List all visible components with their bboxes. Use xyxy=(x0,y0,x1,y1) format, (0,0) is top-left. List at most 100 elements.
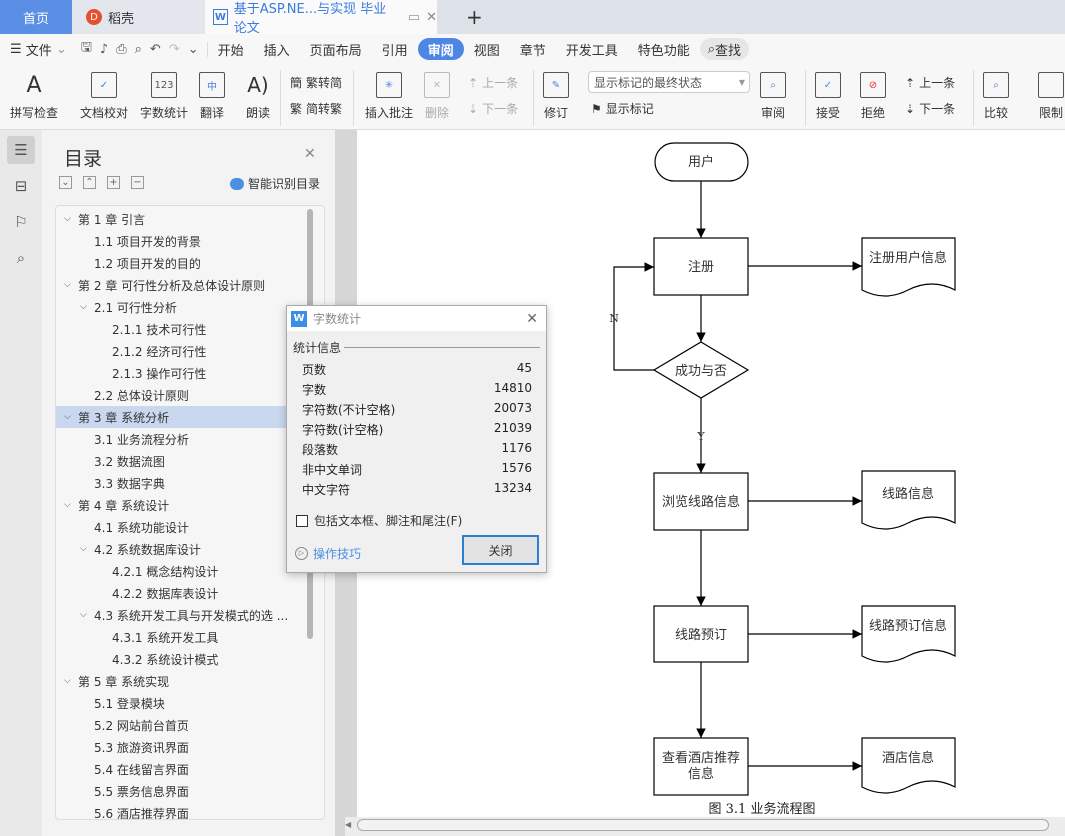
new-tab-button[interactable]: + xyxy=(466,5,483,29)
smart-toc-button[interactable]: 智能识别目录 xyxy=(230,175,320,192)
file-menu[interactable]: ☰ 文件 ⌄ xyxy=(0,38,77,60)
toc-item[interactable]: 4.3.1 系统开发工具 xyxy=(56,626,296,648)
chevron-down-icon[interactable]: ⌵ xyxy=(64,500,71,510)
toc-item[interactable]: 2.1.3 操作可行性 xyxy=(56,362,296,384)
menu-start[interactable]: 开始 xyxy=(217,43,244,59)
search-button[interactable]: ⌕查找 xyxy=(699,38,750,60)
chevron-down-icon[interactable]: ⌵ xyxy=(80,610,87,620)
next-comment-button[interactable]: ⇣下一条 xyxy=(468,100,518,117)
chevron-down-icon[interactable]: ⌵ xyxy=(80,544,87,554)
menu-references[interactable]: 引用 xyxy=(381,43,408,59)
collapse-all-icon[interactable]: − xyxy=(131,176,144,189)
toc-item[interactable]: ⌵第 3 章 系统分析 xyxy=(56,406,296,428)
toc-item[interactable]: 3.3 数据字典 xyxy=(56,472,296,494)
simp-to-trad-button[interactable]: 繁简转繁 xyxy=(290,100,342,117)
next-change-button[interactable]: ⇣下一条 xyxy=(905,100,955,117)
tips-link[interactable]: ▷操作技巧 xyxy=(295,545,361,562)
toc-icon[interactable]: ☰ xyxy=(7,136,35,164)
include-textbox-checkbox[interactable]: 包括文本框、脚注和尾注(F) xyxy=(296,512,462,529)
format-painter-icon[interactable]: ♪ xyxy=(99,41,109,57)
horizontal-scrollbar[interactable]: ◀ xyxy=(345,817,1065,836)
menu-developer[interactable]: 开发工具 xyxy=(565,43,618,59)
toc-item[interactable]: ⌵第 4 章 系统设计 xyxy=(56,494,296,516)
trad-to-simp-button[interactable]: 簡繁转简 xyxy=(290,74,342,91)
toc-item[interactable]: 4.3.2 系统设计模式 xyxy=(56,648,296,670)
toc-item[interactable]: 2.1.1 技术可行性 xyxy=(56,318,296,340)
toc-item[interactable]: 1.1 项目开发的背景 xyxy=(56,230,296,252)
chevron-down-icon[interactable]: ⌵ xyxy=(64,676,71,686)
collapse-up-icon[interactable]: ⌃ xyxy=(83,176,96,189)
toc-item[interactable]: 2.1.2 经济可行性 xyxy=(56,340,296,362)
close-icon[interactable]: ✕ xyxy=(526,310,538,327)
more-icon[interactable]: ⌄ xyxy=(184,41,208,57)
close-button[interactable]: 关闭 xyxy=(462,535,539,565)
compare-button[interactable]: ⌕比较 xyxy=(983,64,1009,121)
toc-item[interactable]: ⌵4.2 系统数据库设计 xyxy=(56,538,296,560)
markup-mode-select[interactable]: 显示标记的最终状态▼ xyxy=(588,71,750,93)
checkbox-icon[interactable] xyxy=(296,514,308,527)
bookmark-icon[interactable]: ⚐ xyxy=(14,213,28,231)
toc-item[interactable]: 5.1 登录模块 xyxy=(56,692,296,714)
menu-features[interactable]: 特色功能 xyxy=(637,43,690,59)
tab-home[interactable]: 首页 xyxy=(0,0,72,34)
scroll-thumb[interactable] xyxy=(357,819,1049,831)
proofread-button[interactable]: ✓文档校对 xyxy=(80,64,128,121)
menu-view[interactable]: 视图 xyxy=(473,43,500,59)
chevron-down-icon[interactable]: ⌵ xyxy=(64,412,71,422)
toc-item[interactable]: ⌵第 5 章 系统实现 xyxy=(56,670,296,692)
print-icon[interactable]: ⎙ xyxy=(116,41,127,57)
delete-comment-button[interactable]: ✕删除 xyxy=(424,64,450,121)
menu-section[interactable]: 章节 xyxy=(519,43,546,59)
navigation-icon[interactable]: ⊟ xyxy=(14,177,28,195)
close-tab-icon[interactable]: ✕ xyxy=(426,9,437,25)
toc-item[interactable]: 3.1 业务流程分析 xyxy=(56,428,296,450)
restrict-button[interactable]: 限制 xyxy=(1038,64,1064,121)
toc-item[interactable]: 5.2 网站前台首页 xyxy=(56,714,296,736)
toc-item[interactable]: 1.2 项目开发的目的 xyxy=(56,252,296,274)
chevron-down-icon[interactable]: ⌵ xyxy=(64,214,71,224)
search-icon[interactable]: ⌕ xyxy=(16,249,26,267)
save-icon[interactable]: 🖫 xyxy=(80,40,92,55)
toc-item[interactable]: 5.5 票务信息界面 xyxy=(56,780,296,802)
show-markup-button[interactable]: ⚑显示标记 xyxy=(591,100,654,117)
expand-all-icon[interactable]: + xyxy=(107,176,120,189)
toc-item[interactable]: 5.3 旅游资讯界面 xyxy=(56,736,296,758)
toc-item[interactable]: 3.2 数据流图 xyxy=(56,450,296,472)
prev-change-button[interactable]: ⇡上一条 xyxy=(905,74,955,91)
toc-item[interactable]: ⌵第 2 章 可行性分析及总体设计原则 xyxy=(56,274,296,296)
undo-icon[interactable]: ↶ xyxy=(149,41,161,57)
chevron-down-icon[interactable]: ⌵ xyxy=(80,302,87,312)
toc-item[interactable]: 4.2.1 概念结构设计 xyxy=(56,560,296,582)
toc-item[interactable]: ⌵ 4.3 系统开发工具与开发模式的选 ... xyxy=(56,604,296,626)
reject-button[interactable]: ⊘拒绝 xyxy=(860,64,886,121)
expand-down-icon[interactable]: ⌄ xyxy=(59,176,72,189)
accept-button[interactable]: ✓接受 xyxy=(815,64,841,121)
insert-comment-button[interactable]: ✳插入批注 xyxy=(365,64,413,121)
close-icon[interactable]: ✕ xyxy=(304,146,316,162)
scroll-left-icon[interactable]: ◀ xyxy=(345,820,352,829)
print-preview-icon[interactable]: ⌕ xyxy=(134,41,142,57)
toc-item[interactable]: 4.2.2 数据库表设计 xyxy=(56,582,296,604)
toc-item-label: 4.3 系统开发工具与开发模式的选 ... xyxy=(94,608,289,623)
toc-item[interactable]: ⌵第 1 章 引言 xyxy=(56,208,296,230)
redo-icon[interactable]: ↷ xyxy=(168,41,180,57)
menu-layout[interactable]: 页面布局 xyxy=(309,43,362,59)
prev-comment-button[interactable]: ⇡上一条 xyxy=(468,74,518,91)
menu-review[interactable]: 审阅 xyxy=(417,38,464,60)
track-changes-button[interactable]: ✎修订 xyxy=(543,64,569,121)
read-aloud-button[interactable]: A)朗读 xyxy=(245,64,271,121)
menu-insert[interactable]: 插入 xyxy=(263,43,290,59)
review-pane-button[interactable]: ⌕审阅 xyxy=(760,64,786,121)
toc-item[interactable]: 4.1 系统功能设计 xyxy=(56,516,296,538)
toc-item[interactable]: 5.4 在线留言界面 xyxy=(56,758,296,780)
toc-item[interactable]: ⌵2.1 可行性分析 xyxy=(56,296,296,318)
pin-icon[interactable]: ▭ xyxy=(407,9,421,25)
chevron-down-icon[interactable]: ⌵ xyxy=(64,280,71,290)
translate-button[interactable]: 中翻译 xyxy=(199,64,225,121)
toc-item[interactable]: 2.2 总体设计原则 xyxy=(56,384,296,406)
toc-item[interactable]: 5.6 酒店推荐界面 xyxy=(56,802,296,820)
